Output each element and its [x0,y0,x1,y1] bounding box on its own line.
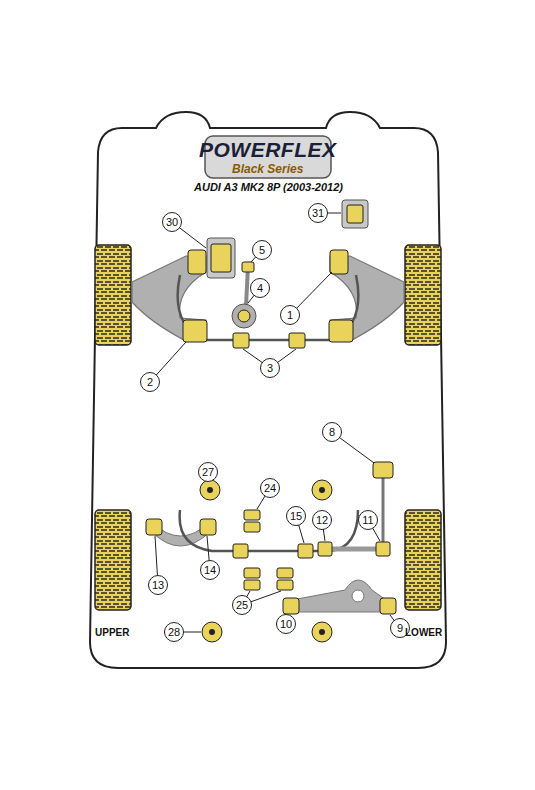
callout-text: 31 [312,207,324,219]
callout-text: 13 [152,579,164,591]
callout-text: 14 [204,564,216,576]
callout-text: 30 [166,216,178,228]
callout-number: 31 [308,203,328,223]
callout-text: 8 [329,426,335,438]
callout-number: 13 [148,575,168,595]
callout-text: 2 [147,376,153,388]
callout-number: 2 [140,372,160,392]
callout-number: 15 [286,506,306,526]
callout-text: 1 [287,309,293,321]
callout-text: 24 [264,482,276,494]
callout-number: 27 [198,462,218,482]
callout-number: 1 [280,305,300,325]
callout-number: 28 [164,622,184,642]
callout-text: 12 [316,514,328,526]
callout-number: 12 [312,510,332,530]
callout-text: 25 [236,599,248,611]
callout-number: 24 [260,478,280,498]
callout-text: 5 [259,244,265,256]
brand-series: Black Series [232,162,303,176]
callout-text: 11 [362,514,373,526]
axle-side-label: UPPER [95,627,129,638]
callout-number: 4 [250,278,270,298]
callout-number: 8 [322,422,342,442]
brand-logo: POWERFLEX [199,138,337,162]
callout-text: 9 [397,622,403,634]
callout-number: 30 [162,212,182,232]
callout-text: 3 [267,362,273,374]
callout-text: 4 [257,282,263,294]
callout-number: 3 [260,358,280,378]
callout-number: 14 [200,560,220,580]
callout-text: 27 [202,466,214,478]
callout-number: 25 [232,595,252,615]
axle-side-label: LOWER [405,627,442,638]
callout-number: 11 [358,510,378,530]
callout-number: 10 [276,614,296,634]
callout-text: 10 [280,618,292,630]
diagram-title: AUDI A3 MK2 8P (2003-2012) [194,181,343,193]
callout-text: 15 [290,510,302,522]
callout-number: 5 [252,240,272,260]
callout-text: 28 [168,626,180,638]
